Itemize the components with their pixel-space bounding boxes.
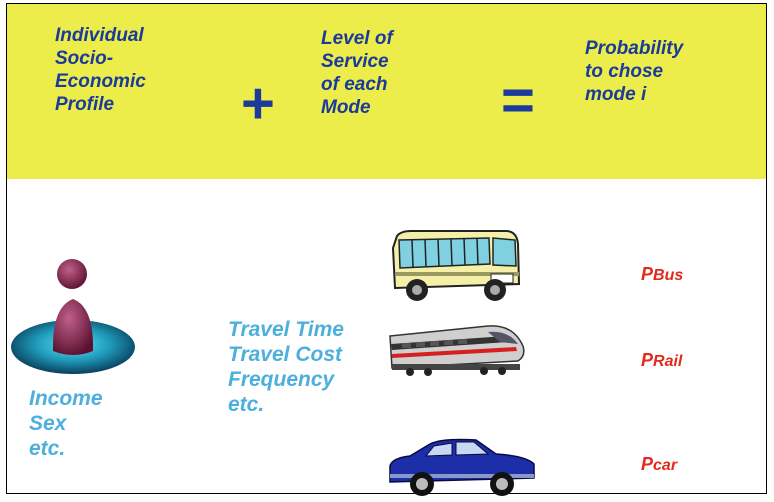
prob-p-label: P	[641, 264, 654, 284]
header-left-line: Socio-	[55, 48, 114, 69]
mode-attributes: Travel Time Travel Cost Frequency etc.	[228, 317, 344, 417]
diagram-frame: Individual Socio- Economic Profile + Lev…	[6, 3, 767, 496]
attribute-etc: etc.	[228, 393, 265, 416]
attribute-travel-cost: Travel Cost	[228, 343, 342, 366]
header-banner: Individual Socio- Economic Profile + Lev…	[7, 4, 766, 179]
equals-sign: =	[501, 68, 535, 133]
attribute-etc: etc.	[29, 437, 66, 460]
header-left-line: Economic	[55, 71, 146, 92]
probability-bus: PBus	[641, 264, 683, 285]
header-middle-line: Mode	[321, 97, 371, 118]
attribute-frequency: Frequency	[228, 368, 335, 391]
prob-p-label: P	[641, 350, 654, 370]
header-probability: Probability to chose mode i	[585, 37, 683, 106]
bus-icon	[391, 230, 521, 301]
attribute-sex: Sex	[29, 412, 67, 435]
prob-mode-label: Rail	[653, 353, 683, 370]
train-icon	[389, 325, 525, 376]
prob-p-label: P	[641, 454, 654, 474]
attribute-travel-time: Travel Time	[228, 318, 344, 341]
header-middle-line: Service	[321, 51, 389, 72]
header-right-line: mode i	[585, 84, 647, 105]
car-icon	[389, 438, 535, 496]
individual-attributes: Income Sex etc.	[29, 386, 103, 461]
attribute-income: Income	[29, 387, 103, 410]
header-level-of-service: Level of Service of each Mode	[321, 27, 393, 119]
header-socio-economic-profile: Individual Socio- Economic Profile	[55, 24, 146, 116]
prob-mode-label: Bus	[653, 267, 684, 284]
person-icon	[11, 259, 135, 374]
header-left-line: Individual	[55, 25, 144, 46]
header-right-line: to chose	[585, 61, 664, 82]
probability-rail: PRail	[641, 350, 682, 371]
plus-sign: +	[241, 71, 275, 136]
header-middle-line: Level of	[321, 28, 393, 49]
probability-car: Pcar	[641, 454, 677, 475]
header-left-line: Profile	[55, 94, 115, 115]
header-middle-line: of each	[321, 74, 388, 95]
header-right-line: Probability	[585, 38, 684, 59]
prob-mode-label: car	[653, 457, 678, 474]
